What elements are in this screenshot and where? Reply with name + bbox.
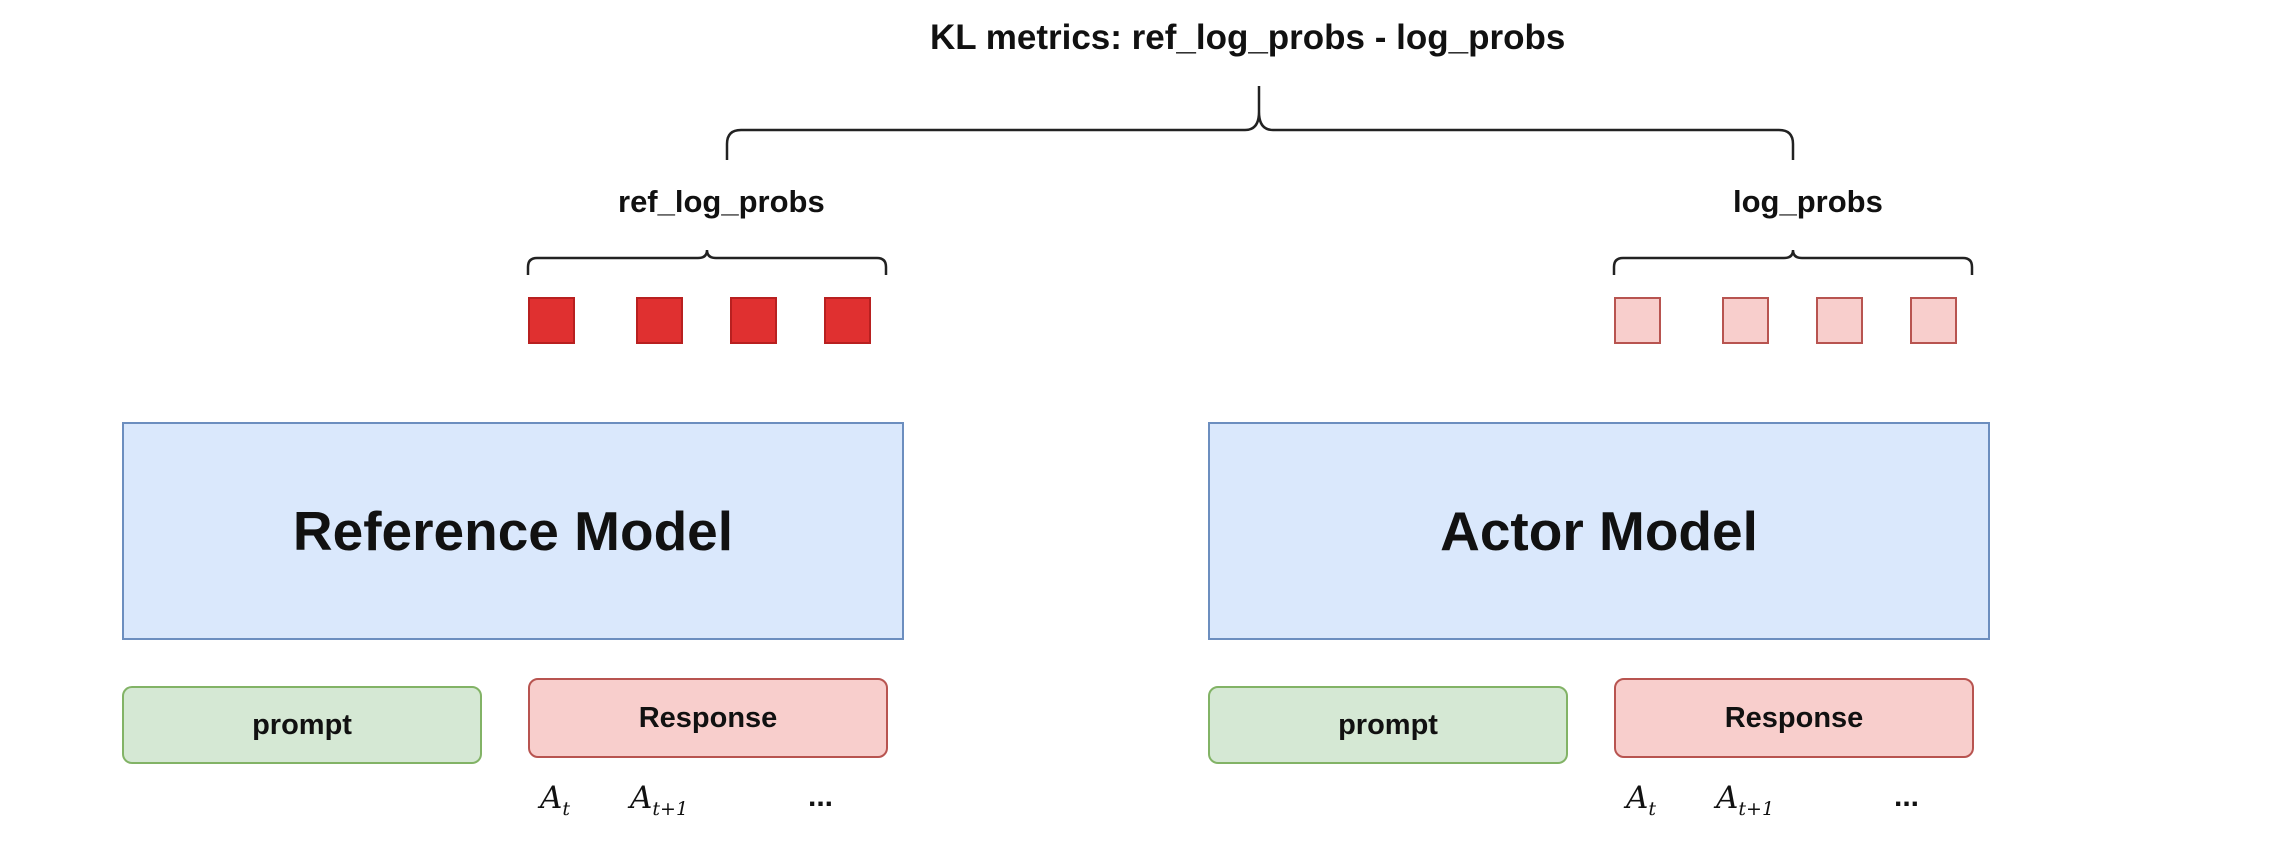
log-probs-label: log_probs (1733, 184, 1883, 219)
log-prob-square-2 (1722, 297, 1769, 344)
left-prompt-label: prompt (252, 708, 352, 741)
reference-model-label: Reference Model (292, 500, 734, 562)
diagram-title: KL metrics: ref_log_probs - log_probs (930, 18, 1566, 57)
ref-log-prob-square-3 (730, 297, 777, 344)
right-group-brace (1612, 249, 1974, 275)
left-response-label: Response (638, 701, 778, 734)
ref-log-prob-square-2 (636, 297, 683, 344)
ref-log-probs-label: ref_log_probs (618, 184, 825, 219)
left-token-ellipsis: ... (808, 780, 834, 813)
right-token-ellipsis: ... (1894, 780, 1920, 813)
left-token-t: At (540, 780, 571, 821)
right-response-box: Response (1614, 678, 1974, 758)
right-prompt-box: prompt (1208, 686, 1568, 764)
right-response-label: Response (1724, 701, 1864, 734)
log-prob-square-1 (1614, 297, 1661, 344)
left-group-brace (526, 249, 888, 275)
left-response-box: Response (528, 678, 888, 758)
actor-model-box: Actor Model (1208, 422, 1990, 640)
ref-log-prob-square-4 (824, 297, 871, 344)
ref-log-prob-square-1 (528, 297, 575, 344)
log-prob-square-3 (1816, 297, 1863, 344)
log-prob-square-4 (1910, 297, 1957, 344)
right-token-t: At (1626, 780, 1657, 821)
right-prompt-label: prompt (1338, 708, 1438, 741)
left-token-t-plus-1: At+1 (630, 780, 689, 821)
right-token-t-plus-1: At+1 (1716, 780, 1775, 821)
top-brace (725, 86, 1795, 160)
left-prompt-box: prompt (122, 686, 482, 764)
reference-model-box: Reference Model (122, 422, 904, 640)
actor-model-label: Actor Model (1440, 500, 1758, 562)
